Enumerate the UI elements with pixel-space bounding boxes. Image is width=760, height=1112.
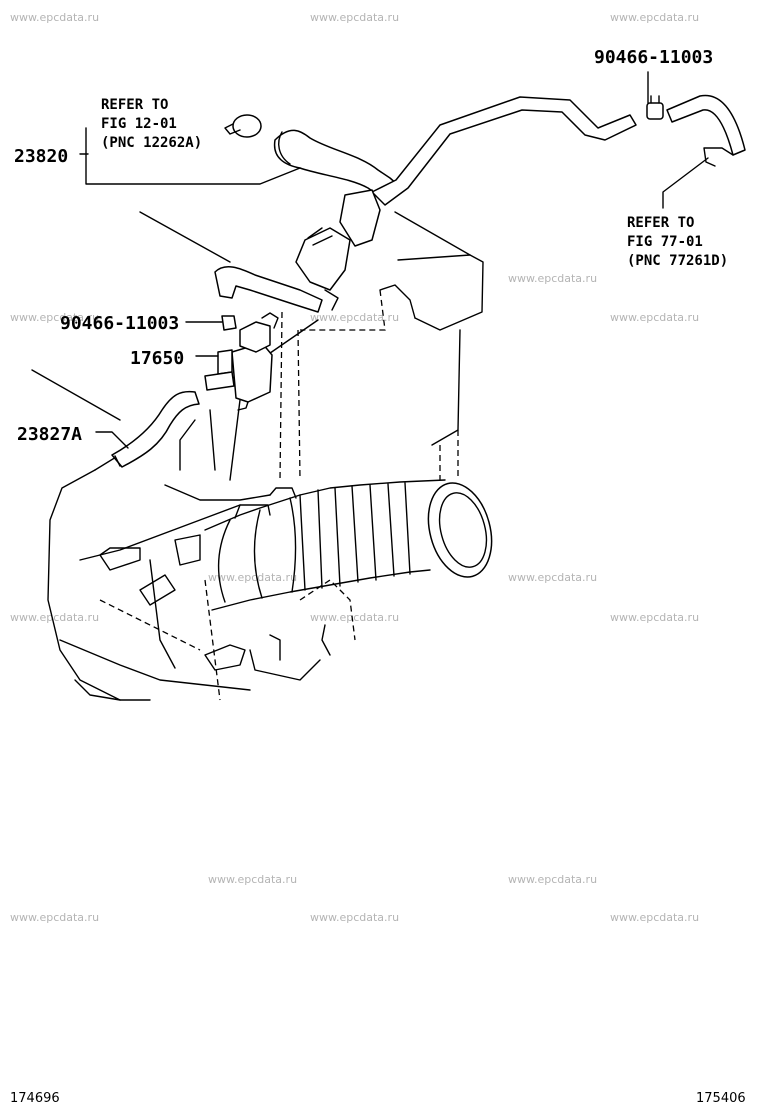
watermark-text: www.epcdata.ru [208, 571, 297, 584]
part-label-90466-mid: 90466-11003 [60, 313, 179, 334]
watermark-text: www.epcdata.ru [10, 911, 99, 924]
ref-right-line3: (PNC 77261D) [627, 253, 728, 269]
part-label-23820: 23820 [14, 146, 68, 167]
hose-right [666, 94, 746, 167]
watermark-text: www.epcdata.ru [610, 911, 699, 924]
leader-lines [79, 71, 709, 449]
engine-outline [31, 211, 484, 701]
ref-right-line1: REFER TO [627, 215, 694, 231]
part-label-23827A: 23827A [17, 424, 82, 445]
watermark-text: www.epcdata.ru [10, 11, 99, 24]
watermark-text: www.epcdata.ru [208, 873, 297, 886]
watermark-text: www.epcdata.ru [508, 873, 597, 886]
watermark-text: www.epcdata.ru [10, 311, 99, 324]
ref-note-right: REFER TO FIG 77-01 (PNC 77261D) [627, 215, 728, 269]
ref-right-line2: FIG 77-01 [627, 234, 703, 250]
intake-duct [204, 479, 493, 611]
hose-23827A [111, 390, 200, 468]
part-label-90466-top: 90466-11003 [594, 47, 713, 68]
ref-left-line3: (PNC 12262A) [101, 135, 202, 151]
footer-left-code: 174696 [10, 1091, 60, 1106]
watermark-text: www.epcdata.ru [508, 571, 597, 584]
footer-right-code: 175406 [696, 1091, 746, 1106]
vsv-17650 [204, 312, 279, 411]
ref-left-line1: REFER TO [101, 97, 168, 113]
watermark-text: www.epcdata.ru [310, 911, 399, 924]
watermark-text: www.epcdata.ru [610, 311, 699, 324]
clip-mid [221, 315, 237, 331]
clip-top [646, 95, 664, 120]
part-label-17650: 17650 [130, 348, 184, 369]
hose-23820 [214, 96, 637, 313]
watermark-text: www.epcdata.ru [508, 272, 597, 285]
watermark-text: www.epcdata.ru [310, 611, 399, 624]
watermark-text: www.epcdata.ru [310, 11, 399, 24]
watermark-text: www.epcdata.ru [10, 611, 99, 624]
watermark-text: www.epcdata.ru [610, 11, 699, 24]
watermarks: www.epcdata.ru www.epcdata.ru www.epcdat… [10, 11, 699, 924]
watermark-text: www.epcdata.ru [610, 611, 699, 624]
ref-left-line2: FIG 12-01 [101, 116, 177, 132]
grommet [224, 114, 262, 138]
part-labels: 23820 90466-11003 90466-11003 17650 2382… [14, 47, 713, 445]
ref-note-left: REFER TO FIG 12-01 (PNC 12262A) [101, 97, 202, 151]
watermark-text: www.epcdata.ru [310, 311, 399, 324]
